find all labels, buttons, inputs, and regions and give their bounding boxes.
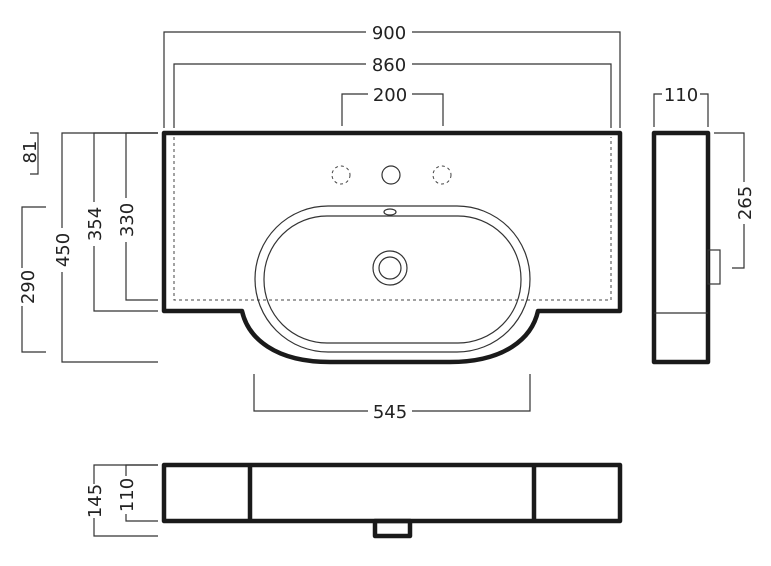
dimension-860: 860 [173,55,612,128]
side-view [651,130,721,365]
front-view [161,462,623,539]
plan-view [161,130,623,365]
dimension-label-545: 545 [373,402,407,423]
overflow-icon [383,208,397,216]
dimension-265: 265 [714,132,756,269]
basin-bowl-inner [263,215,522,344]
dimension-900: 900 [163,23,621,128]
dimension-290: 290 [18,206,46,353]
dimension-label-200: 200 [373,85,407,106]
side-outline [651,130,711,365]
dimension-label-265: 265 [735,186,756,220]
dimension-label-860: 860 [372,55,406,76]
basin-bowl-outer [254,205,531,353]
drain-outer-icon [372,250,408,286]
dimension-330: 330 [117,132,158,301]
dimension-label-front-110: 110 [117,478,138,512]
front-drain [372,518,413,539]
dimension-front-110: 110 [117,464,158,522]
front-outline [161,462,623,524]
side-drain-stub [707,249,721,285]
dimension-side-110: 110 [653,85,709,127]
plan-outline [161,130,623,365]
dimension-450: 450 [53,132,158,363]
drain-inner-icon [378,256,402,280]
dimension-label-145: 145 [85,484,106,518]
dimension-label-450: 450 [53,233,74,267]
dimension-label-side-110: 110 [664,85,698,106]
dimension-81: 81 [20,132,41,175]
dimension-label-81: 81 [20,141,41,164]
tap-hole-center-icon [381,165,401,185]
dimension-label-330: 330 [117,203,138,237]
plan-dashed-line [173,137,612,301]
dimension-545: 545 [253,374,531,423]
dimension-label-354: 354 [85,207,106,241]
dimension-label-900: 900 [372,23,406,44]
dimension-label-290: 290 [18,270,39,304]
tap-hole-left-icon [331,165,351,185]
tap-hole-right-icon [432,165,452,185]
dimension-200: 200 [341,85,444,126]
